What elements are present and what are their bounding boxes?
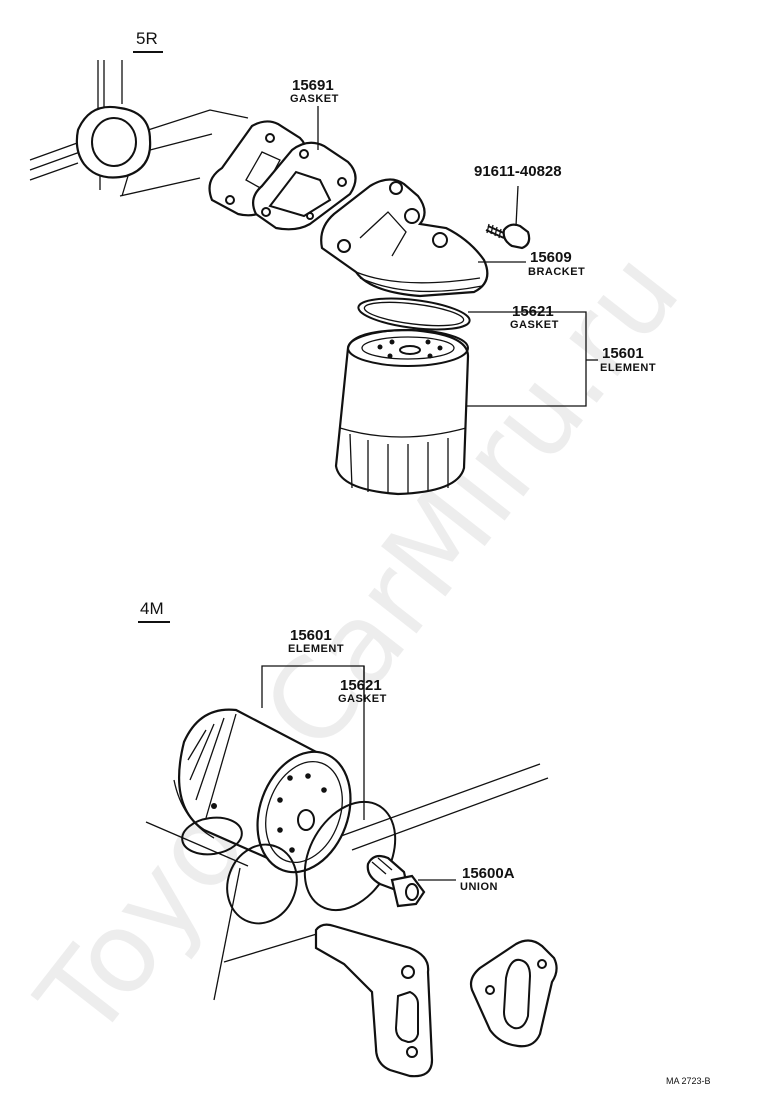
callout-15601-bottom-number: 15601 — [290, 627, 332, 644]
callout-15621-bottom-name: GASKET — [338, 693, 387, 705]
gasket-ring-15621-top — [357, 297, 471, 331]
bolt-91611 — [485, 223, 531, 250]
oil-filter-element-top — [334, 328, 470, 496]
callout-15621-top-number: 15621 — [512, 303, 554, 320]
callout-15621-top-name: GASKET — [510, 319, 559, 331]
gasket-15691 — [251, 141, 357, 231]
oil-filter-element-bottom — [173, 708, 352, 874]
section-label-5r: 5R — [136, 29, 158, 48]
leader-lines-top — [317, 106, 598, 407]
gasket-plate — [469, 939, 558, 1048]
callout-91611-number: 91611-40828 — [474, 163, 562, 180]
callout-15601-top-name: ELEMENT — [600, 362, 656, 374]
section-4m: 4M — [138, 599, 558, 1078]
mounting-bracket — [314, 923, 434, 1078]
gasket-ring-left — [226, 843, 298, 925]
callout-15600a-number: 15600A — [462, 865, 515, 882]
union-15600a — [366, 854, 426, 908]
callout-15609-number: 15609 — [530, 249, 572, 266]
callout-15609-name: BRACKET — [528, 266, 585, 278]
callout-15601-top-number: 15601 — [602, 345, 644, 362]
callout-15601-bottom-name: ELEMENT — [288, 643, 344, 655]
leader-lines-bottom — [261, 665, 456, 881]
section-5r: 5R — [29, 29, 656, 496]
callout-15691-name: GASKET — [290, 93, 339, 105]
section-label-4m: 4M — [140, 599, 164, 618]
callout-15600a-name: UNION — [460, 881, 498, 893]
callout-15691-number: 15691 — [292, 77, 334, 94]
engine-block-fragment — [29, 60, 249, 197]
engine-surface-lines — [145, 763, 549, 1001]
callout-15621-bottom-number: 15621 — [340, 677, 382, 694]
footer-code: MA 2723-B — [666, 1076, 711, 1086]
bracket-15609 — [320, 178, 489, 298]
